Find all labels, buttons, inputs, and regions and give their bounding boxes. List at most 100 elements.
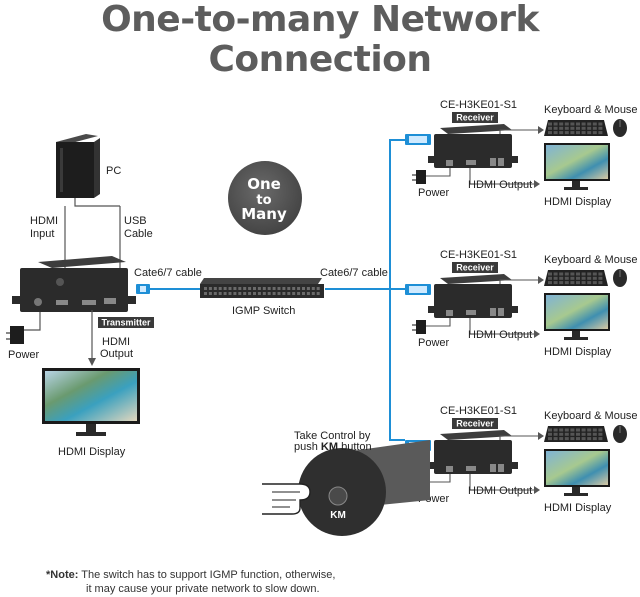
receiver-model: CE-H3KE01-S1 bbox=[440, 405, 517, 417]
switch-port bbox=[243, 287, 247, 290]
receiver-power-label: Power bbox=[418, 337, 450, 349]
switch-port bbox=[208, 287, 212, 290]
receiver-tag-bg bbox=[452, 418, 498, 429]
switch-port bbox=[287, 287, 291, 290]
switch-port bbox=[302, 292, 305, 295]
receiver-display-icon bbox=[544, 143, 610, 190]
receiver-display-label: HDMI Display bbox=[544, 196, 612, 208]
switch-port bbox=[316, 287, 320, 290]
receiver-hdmi-output-label: HDMI Output bbox=[468, 179, 532, 191]
network-cables bbox=[150, 139, 405, 441]
switch-port bbox=[306, 287, 310, 290]
switch-port bbox=[238, 292, 242, 295]
hdmi-output-cable bbox=[88, 310, 96, 366]
receiver-power-label: Power bbox=[418, 187, 450, 199]
hdmi-input-label-1: HDMI bbox=[30, 215, 58, 227]
switch-port bbox=[248, 292, 252, 295]
switch-port bbox=[248, 287, 252, 290]
receiver-tag-bg bbox=[452, 112, 498, 123]
receiver-rj45-plug bbox=[405, 134, 431, 145]
hdmi-input-label-2: Input bbox=[30, 228, 54, 240]
switch-port bbox=[272, 287, 276, 290]
receiver-tag: Receiver bbox=[456, 419, 494, 429]
receiver-display-icon bbox=[544, 449, 610, 496]
switch-port bbox=[306, 292, 310, 295]
receiver-kbm-label: Keyboard & Mouse bbox=[544, 104, 638, 116]
switch-label: IGMP Switch bbox=[232, 305, 295, 317]
receiver-display-icon bbox=[544, 293, 610, 340]
switch-port bbox=[277, 292, 281, 295]
footnote: *Note: The switch has to support IGMP fu… bbox=[46, 568, 335, 596]
switch-port bbox=[213, 292, 217, 295]
switch-port bbox=[282, 292, 286, 295]
badge-line-3: Many bbox=[241, 205, 287, 223]
note-prefix: *Note: bbox=[46, 569, 79, 581]
igmp-switch-device bbox=[200, 278, 324, 298]
switch-port bbox=[233, 292, 237, 295]
power-adapter-icon bbox=[412, 168, 451, 184]
keyboard-icon bbox=[544, 426, 608, 442]
page-title: One-to-many Network Connection bbox=[101, 0, 539, 80]
receiver-model: CE-H3KE01-S1 bbox=[440, 249, 517, 261]
switch-port bbox=[292, 287, 296, 290]
switch-port bbox=[253, 292, 256, 295]
switch-port bbox=[228, 292, 232, 295]
switch-port bbox=[218, 287, 222, 290]
usb-cable-label-1: USB bbox=[124, 215, 147, 227]
transmitter-tag: Transmitter bbox=[101, 318, 151, 328]
mouse-icon bbox=[613, 269, 627, 287]
power-adapter-icon bbox=[6, 312, 41, 344]
switch-port bbox=[311, 287, 315, 290]
switch-port bbox=[297, 287, 301, 290]
switch-port bbox=[228, 287, 232, 290]
switch-port bbox=[297, 292, 301, 295]
receiver-tag: Receiver bbox=[456, 263, 494, 273]
switch-port bbox=[282, 287, 286, 290]
transmitter-hdmi-output-2: Output bbox=[100, 348, 133, 360]
receiver-tag: Receiver bbox=[456, 113, 494, 123]
switch-port bbox=[233, 287, 237, 290]
switch-port bbox=[267, 287, 271, 290]
keyboard-icon bbox=[544, 120, 608, 136]
transmitter-device bbox=[12, 256, 136, 312]
receiver-kbm-label: Keyboard & Mouse bbox=[544, 254, 638, 266]
mouse-icon bbox=[613, 119, 627, 137]
km-instruction-1: Take Control by bbox=[294, 430, 371, 442]
switch-port bbox=[243, 292, 247, 295]
km-button-label: KM bbox=[330, 510, 346, 521]
switch-port bbox=[311, 292, 315, 295]
switch-port bbox=[262, 292, 266, 295]
transmitter-display-label: HDMI Display bbox=[58, 446, 126, 458]
switch-port bbox=[253, 287, 256, 290]
pc-label: PC bbox=[106, 165, 121, 177]
switch-port bbox=[238, 287, 242, 290]
badge-line-1: One bbox=[247, 175, 281, 193]
km-instruction-2: push KM button bbox=[294, 441, 372, 453]
transmitter-hdmi-output-1: HDMI bbox=[102, 336, 130, 348]
switch-port bbox=[213, 287, 217, 290]
switch-port bbox=[292, 292, 296, 295]
switch-port bbox=[257, 292, 261, 295]
switch-port bbox=[208, 292, 212, 295]
switch-port bbox=[302, 287, 305, 290]
one-to-many-badge: One to Many bbox=[228, 161, 302, 235]
receiver-display-label: HDMI Display bbox=[544, 346, 612, 358]
usb-cable-label-2: Cable bbox=[124, 228, 153, 240]
keyboard-icon bbox=[544, 270, 608, 286]
switch-port bbox=[257, 287, 261, 290]
receiver-hdmi-output-label: HDMI Output bbox=[468, 485, 532, 497]
note-line-1: The switch has to support IGMP function,… bbox=[78, 569, 336, 581]
switch-port bbox=[204, 292, 207, 295]
power-adapter-icon bbox=[412, 318, 451, 334]
receiver-device bbox=[428, 274, 518, 318]
receiver-rj45-plug bbox=[405, 284, 431, 295]
badge-line-2: to bbox=[256, 193, 271, 208]
mouse-icon bbox=[613, 425, 627, 443]
km-callout: KM bbox=[262, 440, 430, 536]
receiver-tag-bg bbox=[452, 262, 498, 273]
switch-port bbox=[218, 292, 222, 295]
switch-port bbox=[223, 287, 227, 290]
switch-port bbox=[277, 287, 281, 290]
transmitter-display-icon bbox=[42, 368, 140, 436]
